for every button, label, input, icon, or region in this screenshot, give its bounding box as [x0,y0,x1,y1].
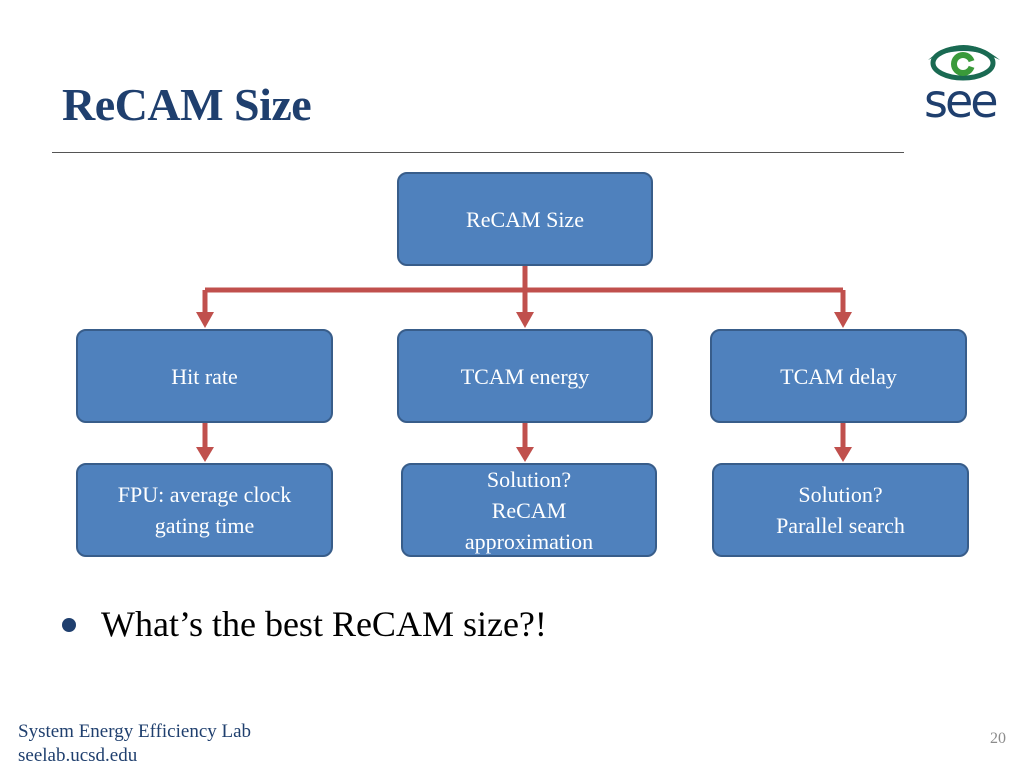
node-label-line: gating time [154,513,255,538]
node-label-line: Parallel search [776,513,905,538]
node-hit-rate: Hit rate [76,329,333,423]
node-recam-approximation: Solution? ReCAM approximation [401,463,657,557]
node-label-line: ReCAM [491,497,567,523]
node-label: Hit rate [171,363,238,389]
eye-logo-icon [928,45,1000,81]
footer-url: seelab.ucsd.edu [18,745,138,766]
footer-lab-name: System Energy Efficiency Lab [18,721,252,742]
node-parallel-search: Solution? Parallel search [712,463,969,557]
bullet-dot-icon [62,618,76,632]
node-fpu-gating: FPU: average clock gating time [76,463,333,557]
node-label-line: Solution? [486,466,572,492]
node-tcam-energy: TCAM energy [397,329,653,423]
root-node-label: ReCAM Size [466,206,584,232]
node-tcam-delay: TCAM delay [710,329,967,423]
arrow-head [516,447,534,462]
arrow-head [834,447,852,462]
logo-text: see [924,74,999,128]
node-label-line: Solution? [798,482,883,507]
node-label-line: approximation [464,528,594,554]
title-divider [52,152,904,153]
bullet-text: What’s the best ReCAM size?! [101,604,547,644]
slide-title: ReCAM Size [62,79,312,130]
node-label-line: FPU: average clock [117,482,292,507]
arrow-head [196,312,214,328]
node-label: TCAM delay [780,363,897,389]
arrow-head [196,447,214,462]
arrow-head [834,312,852,328]
node-label: TCAM energy [460,363,590,389]
arrow-head [516,312,534,328]
page-number: 20 [990,730,1006,747]
root-node: ReCAM Size [397,172,653,266]
